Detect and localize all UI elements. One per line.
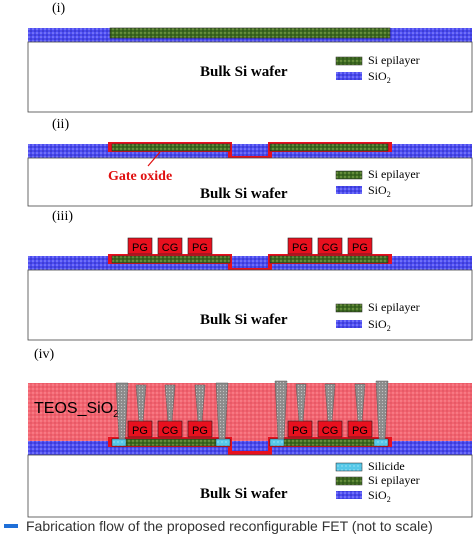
gate-label: PG (132, 425, 148, 437)
contact-plug (194, 384, 206, 422)
silicide-region (111, 438, 127, 447)
step-iii-panel: (iii) PG CG PG PG CG PG Bulk Si wafer Si… (27, 209, 473, 341)
gate-group-right: PG CG PG (287, 420, 373, 438)
silicide-legend-label: Silicide (368, 459, 405, 473)
contact-plug (164, 384, 176, 422)
gate-label: PG (192, 425, 208, 437)
sio2-layer (28, 256, 472, 270)
contact-plug (375, 380, 389, 440)
step-iv-panel: (iv) TEOS_SiO2 PG CG PG PG CG PG (27, 347, 473, 518)
contact-plug (274, 380, 288, 440)
epilayer-legend-label: Si epilayer (368, 167, 420, 181)
gate-oxide-pointer (147, 151, 161, 167)
wafer-label: Bulk Si wafer (200, 312, 288, 328)
si-epilayer-right (269, 255, 389, 264)
bulk-si-wafer (27, 157, 473, 207)
gate-label: PG (352, 242, 368, 254)
gate-label: PG (352, 425, 368, 437)
teos-label: TEOS_SiO2 (34, 400, 119, 420)
wafer-label: Bulk Si wafer (200, 486, 288, 502)
step-label: (iv) (34, 347, 55, 362)
gate-group-left: PG CG PG (127, 420, 213, 438)
gate-label: CG (322, 242, 339, 254)
program-gate (187, 237, 213, 255)
si-epilayer-right (269, 438, 389, 447)
sio2-legend-swatch (336, 72, 362, 80)
sio2-legend-swatch (336, 320, 362, 328)
wafer-label: Bulk Si wafer (200, 186, 288, 202)
contact-plug (215, 382, 229, 440)
contact-plug (135, 384, 147, 422)
gate-group-right: PG CG PG (287, 237, 373, 255)
step-ii-panel: (ii) Gate oxide Bulk Si wafer Si epilaye… (27, 117, 473, 207)
silicide-region (269, 438, 285, 447)
sio2-legend-label: SiO2 (368, 488, 391, 504)
teos-sio2-layer (28, 383, 472, 441)
control-gate (157, 237, 183, 255)
si-epilayer-left (111, 438, 231, 447)
program-gate (347, 237, 373, 255)
bulk-si-wafer (27, 269, 473, 341)
gate-label: PG (292, 242, 308, 254)
contact-plug (115, 382, 129, 440)
step-label: (ii) (52, 117, 69, 132)
gate-label: PG (292, 425, 308, 437)
gate-label: PG (192, 242, 208, 254)
step-i-panel: (i) Bulk Si wafer Si epilayer SiO2 (27, 1, 473, 113)
gate-label: CG (162, 425, 179, 437)
sio2-legend-swatch (336, 491, 362, 499)
caption-marker (4, 523, 18, 528)
sio2-layer (28, 144, 472, 158)
bulk-si-wafer (27, 41, 473, 113)
gate-group-left: PG CG PG (127, 237, 213, 255)
contact-plug (354, 383, 366, 422)
contact-plugs (115, 380, 389, 440)
si-epilayer-left (111, 255, 231, 264)
si-epilayer-left (111, 143, 231, 152)
contact-plug (324, 383, 336, 422)
bulk-si-wafer (27, 454, 473, 518)
figure-caption: Fabrication flow of the proposed reconfi… (0, 518, 474, 539)
epilayer-legend-swatch (335, 56, 363, 66)
control-gate (317, 237, 343, 255)
silicide-legend-swatch (335, 462, 363, 472)
gate-label: CG (322, 425, 339, 437)
sio2-legend-label: SiO2 (368, 69, 391, 85)
wafer-label: Bulk Si wafer (200, 64, 288, 80)
sio2-legend-swatch (336, 186, 362, 194)
sio2-legend-label: SiO2 (368, 183, 391, 199)
epilayer-legend-label: Si epilayer (368, 300, 420, 314)
contact-plug (295, 383, 307, 422)
si-epilayer (109, 27, 391, 39)
sio2-legend-label: SiO2 (368, 317, 391, 333)
silicide-region (373, 438, 389, 447)
epilayer-legend-label: Si epilayer (368, 473, 420, 487)
epilayer-legend-swatch (335, 303, 363, 313)
epilayer-legend-label: Si epilayer (368, 53, 420, 67)
epilayer-legend-swatch (335, 476, 363, 486)
epilayer-legend-swatch (335, 170, 363, 180)
gate-oxide-label: Gate oxide (108, 169, 172, 184)
silicide-region (215, 438, 231, 447)
gate-label: PG (132, 242, 148, 254)
program-gate (127, 237, 153, 255)
step-label: (i) (52, 1, 66, 16)
si-epilayer-right (269, 143, 389, 152)
program-gate (287, 237, 313, 255)
caption-text: Fabrication flow of the proposed reconfi… (26, 518, 433, 534)
gate-label: CG (162, 242, 179, 254)
step-label: (iii) (52, 209, 73, 224)
